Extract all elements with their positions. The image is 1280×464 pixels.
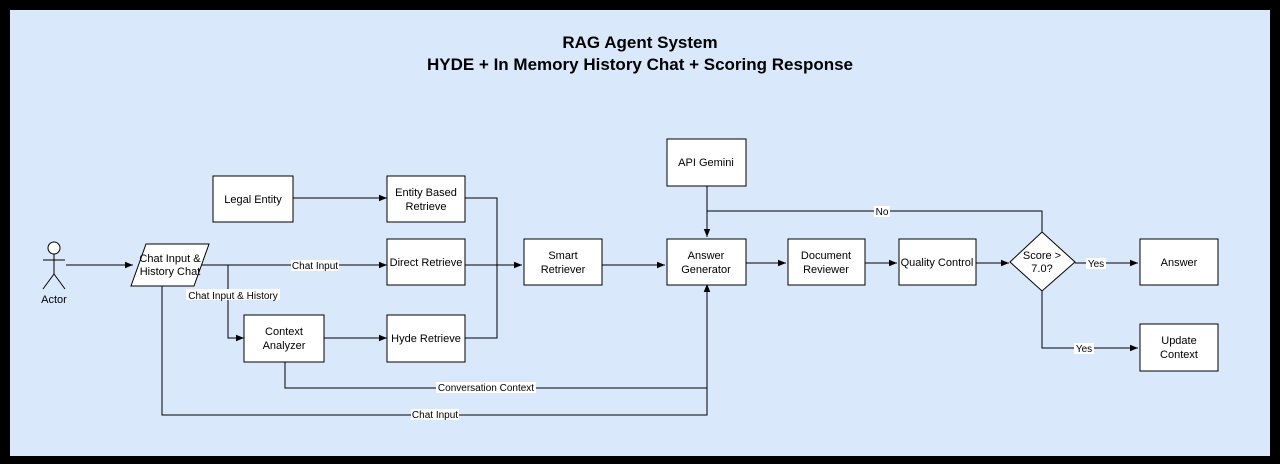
edge-label-conversation-context: Conversation Context bbox=[436, 382, 536, 394]
svg-text:Chat Input: Chat Input bbox=[292, 261, 338, 272]
svg-text:Chat Input & History: Chat Input & History bbox=[188, 291, 277, 302]
diagram-canvas: RAG Agent System HYDE + In Memory Histor… bbox=[10, 10, 1270, 456]
node-score-decision: Score > 7.0? bbox=[1009, 231, 1076, 292]
svg-text:Legal Entity: Legal Entity bbox=[224, 194, 282, 206]
edge-score-to-update-context bbox=[1041, 291, 1138, 352]
node-update-context: Update Context bbox=[1139, 323, 1219, 372]
svg-text:API Gemini: API Gemini bbox=[678, 157, 734, 169]
node-legal-entity: Legal Entity bbox=[212, 175, 294, 223]
edge-label-no: No bbox=[874, 206, 890, 218]
node-answer-generator: Answer Generator bbox=[666, 238, 747, 286]
svg-text:Analyzer: Analyzer bbox=[263, 340, 306, 352]
actor-icon bbox=[42, 241, 66, 290]
edge-label-chat-input: Chat Input bbox=[291, 260, 339, 272]
svg-text:Score >: Score > bbox=[1023, 250, 1061, 262]
svg-text:No: No bbox=[876, 207, 889, 218]
edge-entity-retrieve-to-smart bbox=[465, 197, 498, 265]
svg-text:Retrieve: Retrieve bbox=[406, 201, 447, 213]
node-api-gemini: API Gemini bbox=[666, 138, 747, 187]
edge-context-to-answer-generator bbox=[284, 284, 711, 389]
diagram-title-line1: RAG Agent System bbox=[562, 33, 717, 52]
svg-text:Yes: Yes bbox=[1076, 344, 1092, 355]
node-hyde-retrieve: Hyde Retrieve bbox=[386, 314, 466, 363]
svg-text:7.0?: 7.0? bbox=[1031, 263, 1052, 275]
edge-label-chat-input-history: Chat Input & History bbox=[186, 289, 280, 302]
svg-text:Chat Input: Chat Input bbox=[412, 410, 458, 421]
node-smart-retriever: Smart Retriever bbox=[523, 238, 603, 286]
svg-text:Conversation Context: Conversation Context bbox=[438, 383, 534, 394]
svg-text:Reviewer: Reviewer bbox=[803, 264, 849, 276]
edge-label-chat-input-bottom: Chat Input bbox=[411, 409, 459, 421]
svg-text:Entity Based: Entity Based bbox=[395, 187, 457, 199]
diagram-svg: RAG Agent System HYDE + In Memory Histor… bbox=[41, 33, 1219, 421]
actor-label: Actor bbox=[41, 294, 67, 306]
diagram-title-line2: HYDE + In Memory History Chat + Scoring … bbox=[427, 55, 853, 74]
edge-label-yes-answer: Yes bbox=[1086, 258, 1106, 270]
svg-text:Context: Context bbox=[265, 326, 303, 338]
svg-text:Answer: Answer bbox=[688, 250, 725, 262]
svg-text:Hyde Retrieve: Hyde Retrieve bbox=[391, 333, 461, 345]
svg-text:Context: Context bbox=[1160, 349, 1198, 361]
svg-text:Smart: Smart bbox=[548, 250, 577, 262]
node-chat-input-history: Chat Input & History Chat bbox=[130, 243, 210, 287]
node-answer: Answer bbox=[1139, 238, 1219, 286]
node-entity-based-retrieve: Entity Based Retrieve bbox=[386, 175, 466, 223]
svg-text:Quality Control: Quality Control bbox=[901, 257, 974, 269]
svg-text:Answer: Answer bbox=[1161, 257, 1198, 269]
svg-text:Chat Input &: Chat Input & bbox=[139, 253, 201, 265]
svg-text:Update: Update bbox=[1161, 335, 1196, 347]
node-quality-control: Quality Control bbox=[898, 238, 977, 286]
edge-score-no-loop bbox=[707, 210, 1043, 232]
svg-text:Direct Retrieve: Direct Retrieve bbox=[390, 257, 463, 269]
svg-text:Generator: Generator bbox=[681, 264, 731, 276]
edge-label-yes-update: Yes bbox=[1074, 343, 1094, 355]
svg-text:History Chat: History Chat bbox=[140, 266, 201, 278]
node-direct-retrieve: Direct Retrieve bbox=[386, 238, 466, 286]
svg-text:Yes: Yes bbox=[1088, 259, 1104, 270]
node-document-reviewer: Document Reviewer bbox=[787, 238, 866, 286]
svg-text:Document: Document bbox=[801, 250, 851, 262]
edge-hyde-to-smart bbox=[465, 265, 498, 339]
node-context-analyzer: Context Analyzer bbox=[243, 314, 325, 363]
svg-text:Retriever: Retriever bbox=[541, 264, 586, 276]
